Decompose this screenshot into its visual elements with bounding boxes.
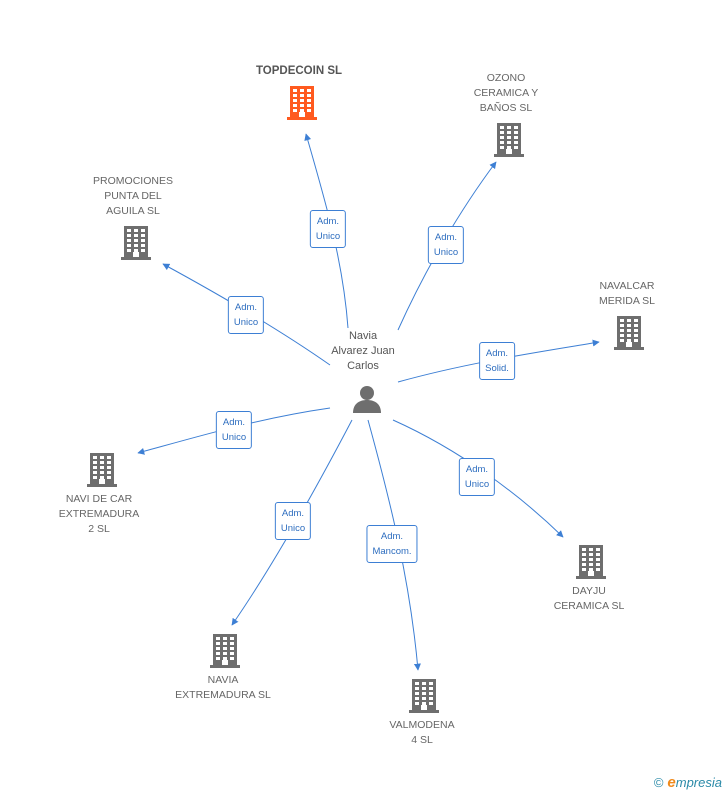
- company-label[interactable]: TOPDECOIN SL: [256, 64, 342, 79]
- role-text: Adm.: [234, 302, 258, 313]
- role-text: Unico: [280, 523, 306, 534]
- role-badge[interactable]: Adm. Solid.: [479, 342, 515, 380]
- role-badge[interactable]: Adm. Mancom.: [366, 525, 418, 563]
- company-label-line: BAÑOS SL: [479, 102, 533, 114]
- role-text: Adm.: [485, 348, 509, 359]
- role-text: Solid.: [485, 363, 509, 374]
- building-icon[interactable]: [494, 123, 524, 162]
- building-icon[interactable]: [210, 634, 240, 673]
- company-label[interactable]: OZONO CERAMICA Y BAÑOS SL: [474, 71, 539, 116]
- company-label-line: AGUILA SL: [106, 205, 160, 217]
- company-label-line: CERAMICA Y: [473, 87, 539, 99]
- copyright-symbol: ©: [653, 775, 664, 790]
- person-name-line: Carlos: [347, 360, 379, 372]
- company-label[interactable]: VALMODENA 4 SL: [389, 718, 454, 748]
- role-badge[interactable]: Adm. Unico: [427, 226, 465, 264]
- building-icon[interactable]: [576, 545, 606, 584]
- role-text: Adm.: [465, 464, 489, 475]
- role-text: Adm.: [380, 531, 404, 542]
- role-badge[interactable]: Adm. Unico: [227, 296, 265, 334]
- person-name-line: Alvarez Juan: [331, 345, 395, 357]
- role-badge[interactable]: Adm. Unico: [458, 458, 496, 496]
- building-icon[interactable]: [409, 679, 439, 718]
- company-label-line: TOPDECOIN SL: [255, 65, 343, 77]
- role-badge[interactable]: Adm. Unico: [274, 502, 312, 540]
- role-badge[interactable]: Adm. Unico: [309, 210, 347, 248]
- building-icon[interactable]: [287, 86, 317, 125]
- company-label[interactable]: NAVIA EXTREMADURA SL: [175, 673, 271, 703]
- brand-logo-text: mpresia: [675, 775, 722, 790]
- person-icon[interactable]: [352, 384, 382, 419]
- company-label-line: EXTREMADURA: [58, 508, 140, 520]
- brand-logo-initial: e: [667, 774, 676, 791]
- role-text: Mancom.: [372, 546, 412, 557]
- company-label-line: PROMOCIONES: [93, 175, 173, 187]
- company-label-line: DAYJU: [572, 585, 606, 597]
- role-text: Adm.: [281, 508, 305, 519]
- company-label-line: OZONO: [486, 72, 526, 84]
- company-label[interactable]: NAVI DE CAR EXTREMADURA 2 SL: [59, 492, 140, 537]
- company-label-line: CERAMICA SL: [553, 600, 625, 612]
- role-text: Unico: [433, 247, 459, 258]
- role-text: Adm.: [222, 417, 246, 428]
- company-label-line: NAVALCAR: [599, 280, 655, 292]
- role-text: Unico: [315, 231, 341, 242]
- company-label-line: NAVIA: [207, 674, 239, 686]
- role-text: Unico: [464, 479, 490, 490]
- company-label-line: 4 SL: [411, 734, 433, 746]
- building-icon[interactable]: [614, 316, 644, 355]
- company-label-line: EXTREMADURA SL: [175, 689, 271, 701]
- role-text: Unico: [221, 432, 247, 443]
- company-label-line: MERIDA SL: [598, 295, 656, 307]
- building-icon[interactable]: [121, 226, 151, 265]
- brand-footer: ©empresia: [654, 774, 722, 791]
- role-text: Adm.: [316, 216, 340, 227]
- company-label-line: PUNTA DEL: [104, 190, 162, 202]
- company-label[interactable]: NAVALCAR MERIDA SL: [599, 279, 655, 309]
- company-label[interactable]: DAYJU CERAMICA SL: [554, 584, 625, 614]
- company-label-line: VALMODENA: [389, 719, 455, 731]
- company-label-line: NAVI DE CAR: [65, 493, 133, 505]
- role-text: Unico: [233, 317, 259, 328]
- company-label-line: 2 SL: [88, 523, 110, 535]
- role-badge[interactable]: Adm. Unico: [215, 411, 253, 449]
- person-name-line: Navia: [348, 330, 378, 342]
- building-icon[interactable]: [87, 453, 117, 492]
- person-name[interactable]: Navia Alvarez Juan Carlos: [331, 329, 395, 374]
- company-label[interactable]: PROMOCIONES PUNTA DEL AGUILA SL: [93, 174, 173, 219]
- role-text: Adm.: [434, 232, 458, 243]
